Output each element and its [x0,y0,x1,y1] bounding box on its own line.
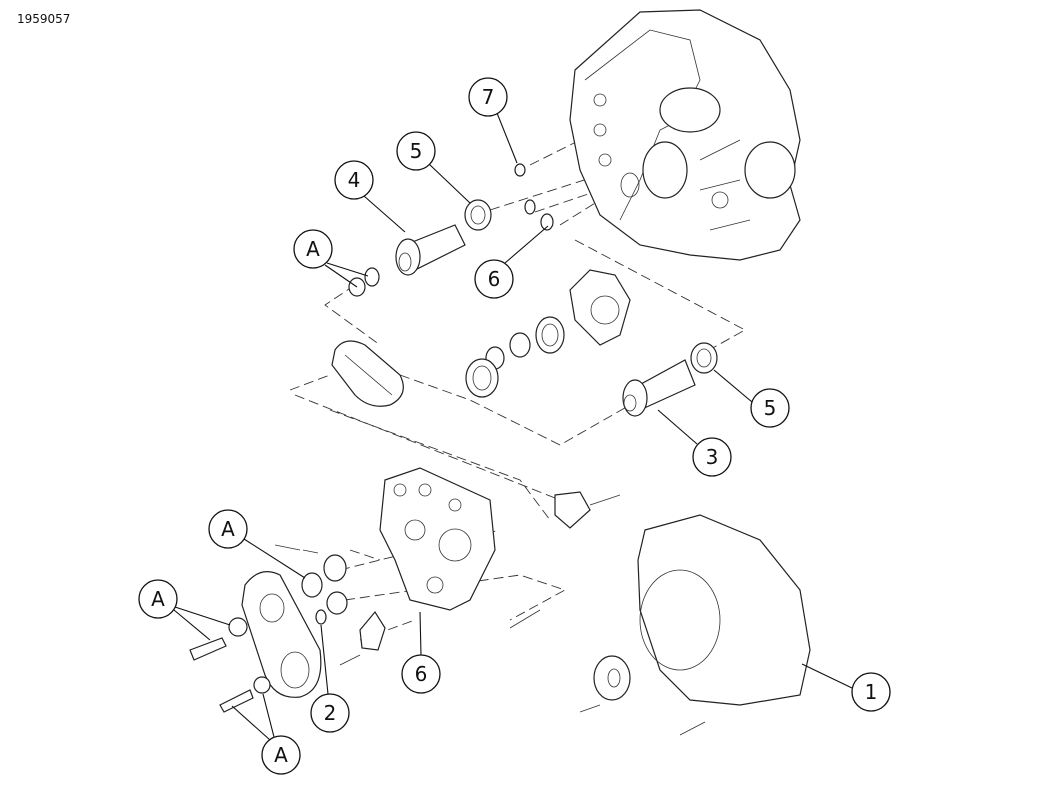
callout-label: 6 [488,267,501,291]
callout-label: A [221,517,235,541]
callout-3: 3 [692,437,732,477]
callout-6-lower: 6 [401,654,441,694]
callout-5-lower: 5 [750,388,790,428]
leader-lines [173,112,853,741]
callout-a-upper: A [293,229,333,269]
callout-label: 5 [410,139,423,163]
callout-6-upper: 6 [474,259,514,299]
callout-label: 3 [706,445,719,469]
callout-a-bottom: A [261,735,301,775]
callout-label: 1 [865,680,878,704]
callout-4: 4 [334,160,374,200]
callout-label: A [151,587,165,611]
callout-label: 4 [348,168,361,192]
parts-upper [331,163,718,417]
parts-lower [189,467,811,736]
callout-2: 2 [310,693,350,733]
callout-label: A [274,743,288,767]
callout-1: 1 [851,672,891,712]
figure-id: 1959057 [17,12,71,26]
callout-5-upper: 5 [396,131,436,171]
callout-a-middle: A [208,509,248,549]
callout-label: 5 [764,396,777,420]
callout-a-left: A [138,579,178,619]
callout-label: 6 [415,662,428,686]
callout-label: 2 [324,701,337,725]
callout-7: 7 [468,77,508,117]
crankcase [569,9,801,261]
callout-label: 7 [482,85,495,109]
callout-label: A [306,237,320,261]
